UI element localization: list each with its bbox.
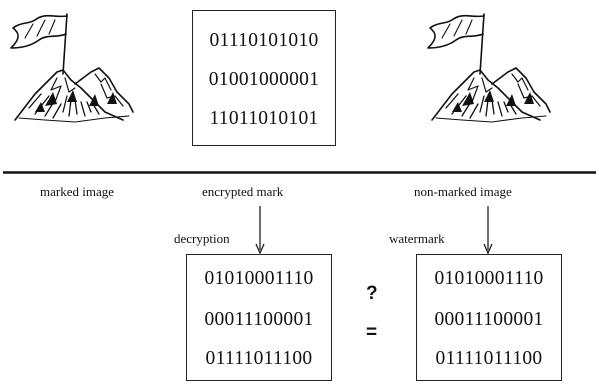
watermark-arrow bbox=[483, 206, 493, 255]
decryption-arrow bbox=[255, 206, 265, 255]
bit-row: 11011010101 bbox=[209, 108, 319, 129]
encrypted-mark-box: 01110101010 01001000001 11011010101 bbox=[192, 10, 336, 146]
bit-row: 01001000001 bbox=[208, 69, 320, 90]
bit-row: 00011100001 bbox=[434, 309, 544, 330]
bit-row: 01010001110 bbox=[434, 268, 544, 289]
encrypted-mark-label: encrypted mark bbox=[202, 184, 284, 199]
mountain-flag-icon bbox=[10, 13, 134, 123]
separator-line bbox=[3, 171, 596, 174]
decrypted-mark-box: 01010001110 00011100001 01111011100 bbox=[186, 254, 332, 381]
question-mark: ? bbox=[366, 283, 378, 304]
bit-row: 01010001110 bbox=[204, 268, 314, 289]
non-marked-image-label: non-marked image bbox=[414, 184, 512, 199]
watermark-label: watermark bbox=[389, 231, 445, 246]
watermark-box: 01010001110 00011100001 01111011100 bbox=[416, 254, 562, 381]
bit-row: 01111011100 bbox=[435, 348, 543, 369]
decryption-label: decryption bbox=[174, 231, 230, 246]
bit-row: 01110101010 bbox=[209, 30, 319, 51]
bit-row: 01111011100 bbox=[205, 348, 313, 369]
equals-sign: = bbox=[366, 322, 378, 343]
mountain-flag-icon bbox=[427, 13, 551, 123]
marked-image-label: marked image bbox=[40, 184, 114, 199]
bit-row: 00011100001 bbox=[204, 309, 314, 330]
